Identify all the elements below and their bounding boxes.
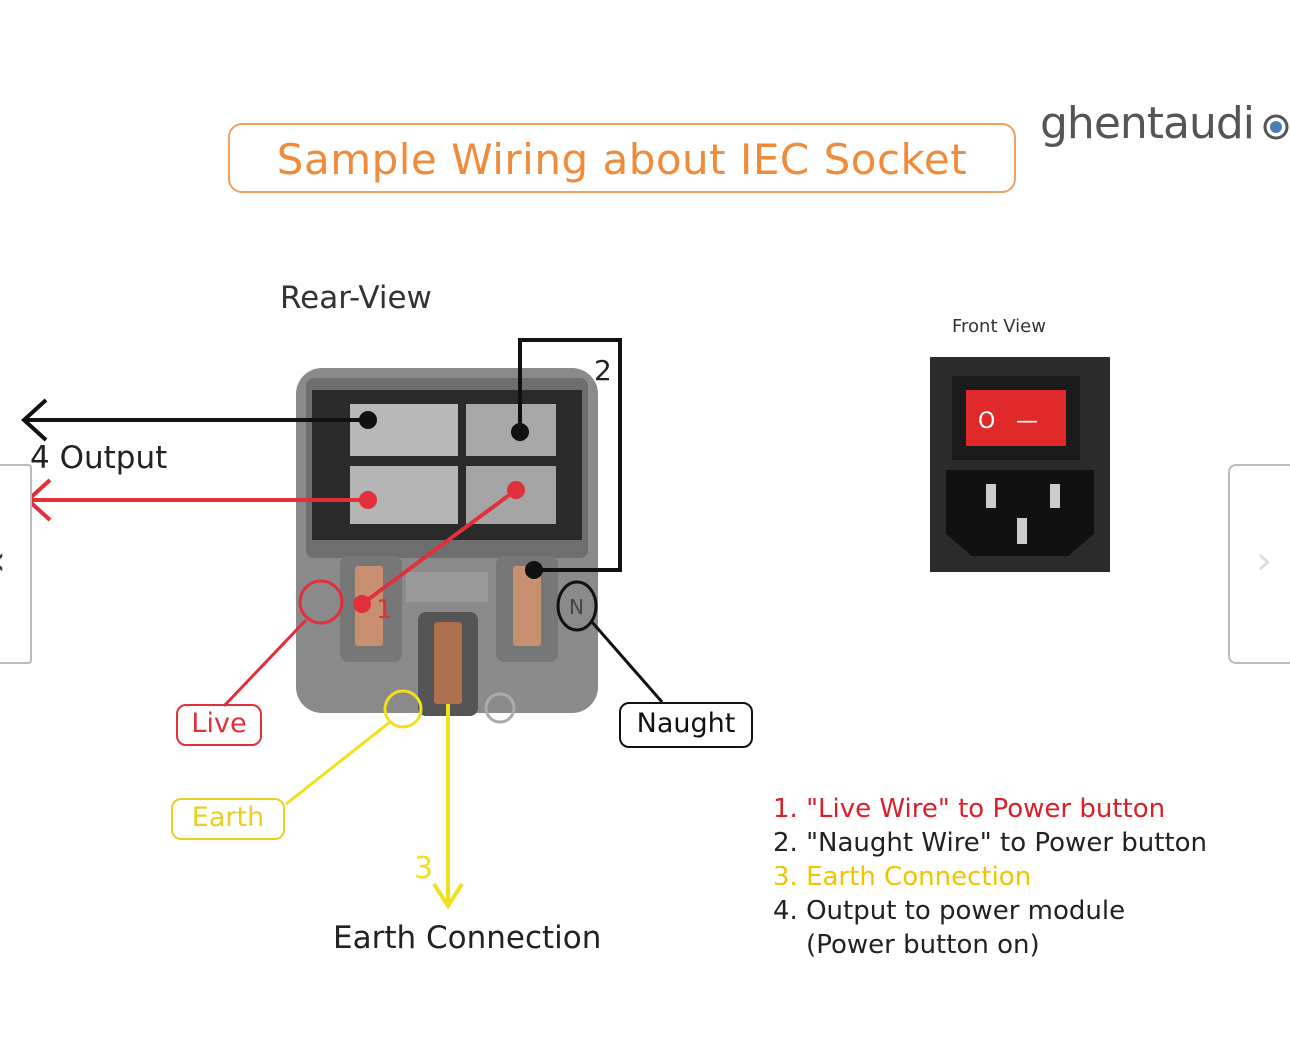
speaker-dot-icon [1263,114,1289,140]
switch-off-symbol: O [978,409,995,434]
output-label: 4 Output [30,440,168,476]
carousel-prev-button[interactable]: ‹ [0,464,32,664]
legend-item-4: 4. Output to power module [773,896,1126,926]
legend-item-1: 1. "Live Wire" to Power button [773,794,1166,824]
front-pin-right [1050,484,1060,508]
chevron-right-icon: › [1256,538,1272,584]
iec-mark [406,572,488,602]
switch-on-symbol: — [1016,409,1038,434]
rear-view-label: Rear-View [280,280,432,316]
output-wire-black [21,398,377,442]
earth-wire [285,689,464,910]
front-pin-left [986,484,996,508]
live-wire [222,481,525,708]
diagram-title: Sample Wiring about IEC Socket [276,135,968,184]
callout-1: 1 [376,595,393,625]
callout-n: N [569,595,584,619]
ghentaudio-logo: ghentaudi [1040,98,1289,149]
neutral-pin [513,566,541,646]
carousel-next-button[interactable]: › [1228,464,1290,664]
earth-pin [434,622,462,704]
front-pin-earth [1017,518,1027,544]
legend-item-2: 2. "Naught Wire" to Power button [773,828,1208,858]
earth-symbol-right [484,692,516,724]
wiring-legend: 1. "Live Wire" to Power button 2. "Naugh… [773,792,1207,962]
rocker-switch [966,390,1066,446]
logo-text: ghentaudi [1040,98,1255,149]
iec-socket-front: O — [930,357,1110,572]
chevron-left-icon: ‹ [0,538,6,584]
earth-tag: Earth [171,798,285,840]
title-box: Sample Wiring about IEC Socket [228,123,1016,193]
legend-item-3: 3. Earth Connection [773,862,1032,892]
naught-wire [511,338,622,579]
earth-connection-label: Earth Connection [333,920,602,956]
callout-3: 3 [414,851,433,886]
live-tag: Live [176,704,262,746]
front-view-label: Front View [952,316,1046,337]
callout-2: 2 [594,354,612,387]
naught-tag: Naught [619,702,753,748]
naught-callout [556,580,664,703]
legend-item-5: (Power button on) [773,930,1040,960]
switch-terminal-top-right [466,404,556,456]
